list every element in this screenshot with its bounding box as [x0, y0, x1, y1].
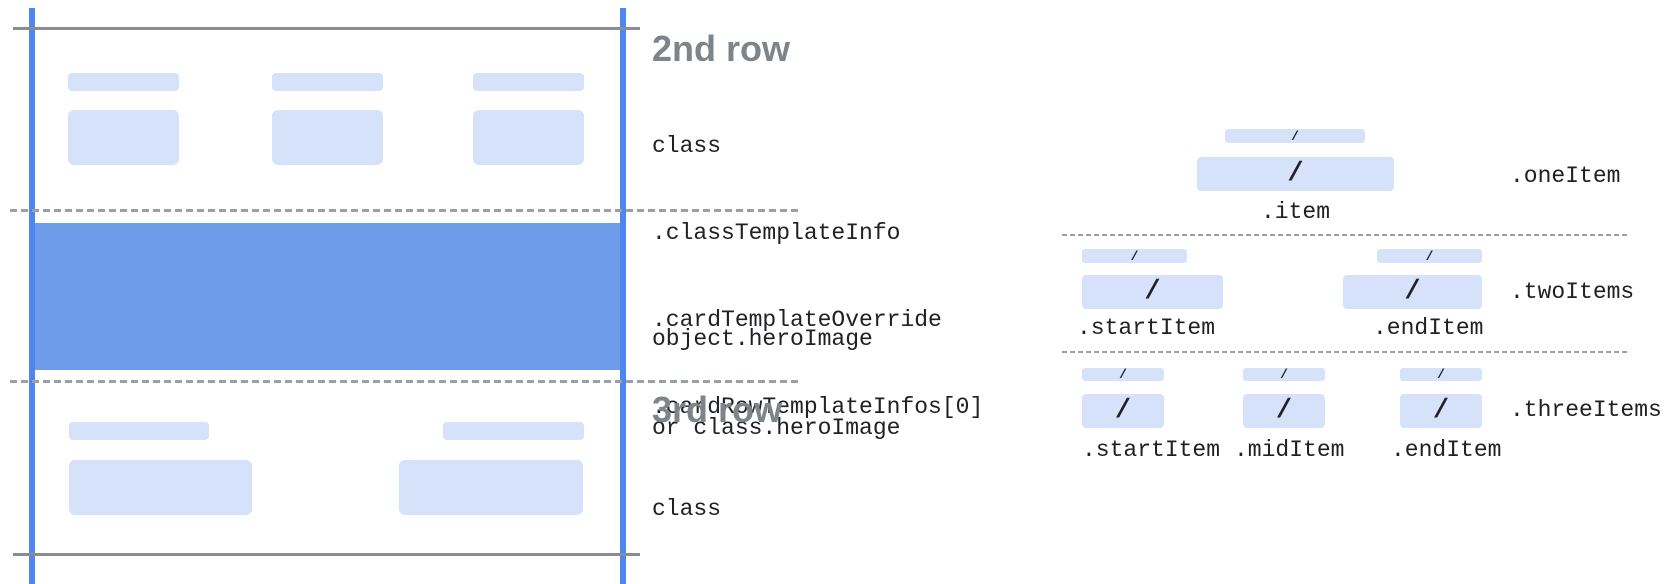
row2-col1-label-placeholder: [68, 73, 179, 91]
hero-code-block: object.heroImage or class.heroImage: [652, 264, 900, 502]
row2-col2-value-placeholder: [272, 110, 383, 165]
three-items-start-value-bar: /: [1082, 394, 1164, 428]
card-top-border-line: [13, 27, 640, 30]
slash-glyph: /: [1144, 277, 1161, 307]
row3-col1-label-placeholder: [69, 422, 209, 440]
three-items-start-label-bar: /: [1082, 367, 1164, 382]
two-items-end-label-bar: /: [1377, 248, 1482, 264]
diagram-separator-dashed-line-1: [1062, 234, 1630, 236]
row3-separator-dashed-line: [10, 380, 798, 383]
card-left-edge-line: [29, 8, 35, 584]
slash-glyph: /: [1119, 367, 1127, 382]
three-items-mid-label-bar: /: [1243, 367, 1325, 382]
row2-col3-label-placeholder: [473, 73, 584, 91]
card-right-edge-line: [620, 8, 626, 584]
code-line: .cardRowTemplateInfos[0]: [652, 394, 984, 420]
one-item-group-label: .oneItem: [1510, 163, 1621, 189]
row2-heading: 2nd row: [652, 28, 791, 69]
slash-glyph: /: [1130, 248, 1139, 264]
three-items-mid-label: .midItem: [1234, 437, 1345, 463]
two-items-start-value-bar: /: [1082, 275, 1223, 309]
three-items-group-label: .threeItems: [1510, 397, 1662, 423]
two-items-group-label: .twoItems: [1510, 279, 1635, 305]
row2-col2-label-placeholder: [272, 73, 383, 91]
row3-col2-value-placeholder: [399, 460, 583, 515]
slash-glyph: /: [1425, 248, 1434, 264]
three-items-end-label: .endItem: [1391, 437, 1502, 463]
slash-glyph: /: [1287, 159, 1304, 189]
slash-glyph: /: [1275, 396, 1293, 426]
slash-glyph: /: [1437, 367, 1445, 382]
row3-heading: 3rd row: [652, 389, 783, 430]
three-items-end-value-bar: /: [1400, 394, 1482, 428]
code-line: .classTemplateInfo: [652, 220, 901, 246]
row3-code-block: class .classTemplateInfo .cardTemplateOv…: [652, 437, 983, 584]
three-items-start-label: .startItem: [1082, 437, 1221, 463]
row2-col1-value-placeholder: [68, 110, 179, 165]
row3-col2-label-placeholder: [443, 422, 584, 440]
two-items-end-label: .endItem: [1373, 315, 1484, 341]
slash-glyph: /: [1432, 396, 1450, 426]
card-bottom-border-line: [13, 553, 640, 556]
diagram-separator-dashed-line-2: [1062, 351, 1630, 353]
one-item-value-bar: /: [1197, 157, 1394, 191]
slash-glyph: /: [1280, 367, 1288, 382]
row2-code-block: class .classTemplateInfo .cardTemplateOv…: [652, 74, 983, 480]
slash-glyph: /: [1114, 396, 1132, 426]
three-items-mid-value-bar: /: [1243, 394, 1325, 428]
code-line: class: [652, 133, 722, 159]
one-item-label-bar: /: [1225, 128, 1365, 144]
two-items-end-value-bar: /: [1343, 275, 1482, 309]
slash-glyph: /: [1291, 128, 1299, 144]
three-items-end-label-bar: /: [1400, 367, 1482, 382]
two-items-start-label-bar: /: [1082, 248, 1187, 264]
one-item-field-label: .item: [1261, 199, 1331, 225]
row3-col1-value-placeholder: [69, 460, 252, 515]
code-line: object.heroImage: [652, 326, 873, 352]
code-line: .cardTemplateOverride: [652, 307, 942, 333]
slash-glyph: /: [1404, 277, 1421, 307]
code-line: or class.heroImage: [652, 415, 901, 441]
two-items-start-label: .startItem: [1077, 315, 1216, 341]
hero-image-band: [35, 223, 620, 370]
row2-col3-value-placeholder: [473, 110, 584, 165]
row2-separator-dashed-line: [10, 209, 798, 212]
code-line: class: [652, 496, 722, 522]
